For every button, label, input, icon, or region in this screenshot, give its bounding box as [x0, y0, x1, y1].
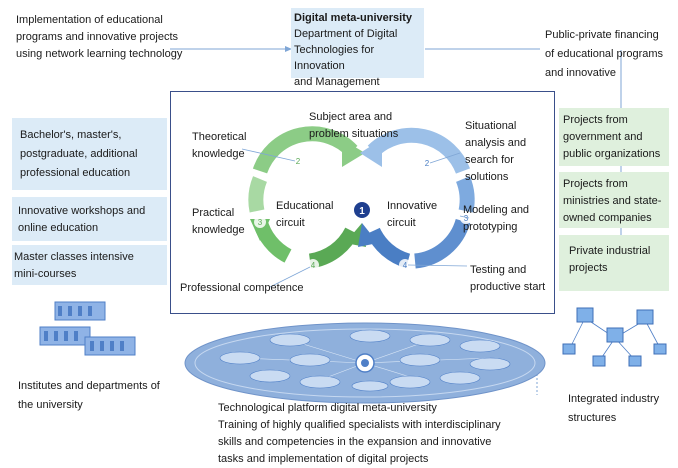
bottom-description: Technological platform digital meta-univ… [218, 400, 548, 468]
label-situational: Situational analysis and search for solu… [465, 120, 527, 183]
top-left-text: Implementation of educational programs a… [16, 14, 183, 60]
top-right-text: Public-private financing of educational … [545, 29, 664, 79]
left-box-masterclasses: Master classes intensive mini-courses [12, 245, 167, 285]
inno-badge-3: 3 [464, 214, 469, 223]
left-box-education: Bachelor's, master's, postgraduate, addi… [12, 118, 167, 190]
center-node-number: 1 [359, 206, 365, 217]
edu-badge-2: 2 [296, 157, 301, 166]
label-practical: Practical knowledge [192, 207, 245, 236]
label-professional-competence: Professional competence [180, 282, 304, 294]
center-node [352, 200, 372, 220]
right-box-government: Projects from government and public orga… [559, 108, 669, 166]
inno-badge-4: 4 [403, 261, 408, 270]
label-industry: Integrated industry structures [568, 393, 660, 424]
right-box-private: Private industrial projects [559, 235, 669, 291]
label-educational-circuit: Educational circuit [276, 200, 334, 229]
institutes-building-icon [39, 301, 136, 356]
label-innovative-circuit: Innovative circuit [387, 200, 438, 229]
platform-network [184, 322, 546, 404]
label-institutes: Institutes and departments of the univer… [18, 380, 160, 411]
label-subject-area: Subject area and problem situations [309, 111, 399, 140]
label-theoretical: Theoretical knowledge [192, 131, 247, 160]
platform-title: Technological platform digital meta-univ… [218, 402, 437, 414]
label-testing: Testing and productive start [470, 264, 546, 293]
edu-badge-3: 3 [258, 218, 263, 227]
industry-servers-icon [562, 307, 667, 367]
label-modeling: Modeling and prototyping [463, 204, 530, 233]
edu-badge-4: 4 [311, 261, 316, 270]
inno-badge-2: 2 [425, 159, 430, 168]
right-box-ministries: Projects from ministries and state- owne… [559, 172, 669, 228]
circuits-diagram: 1 2 3 4 2 3 4 [241, 126, 475, 288]
meta-university-title: Digital meta-university [294, 12, 412, 24]
meta-university-box: Digital meta-university Department of Di… [291, 8, 424, 88]
left-box-workshops: Innovative workshops and online educatio… [12, 197, 167, 241]
